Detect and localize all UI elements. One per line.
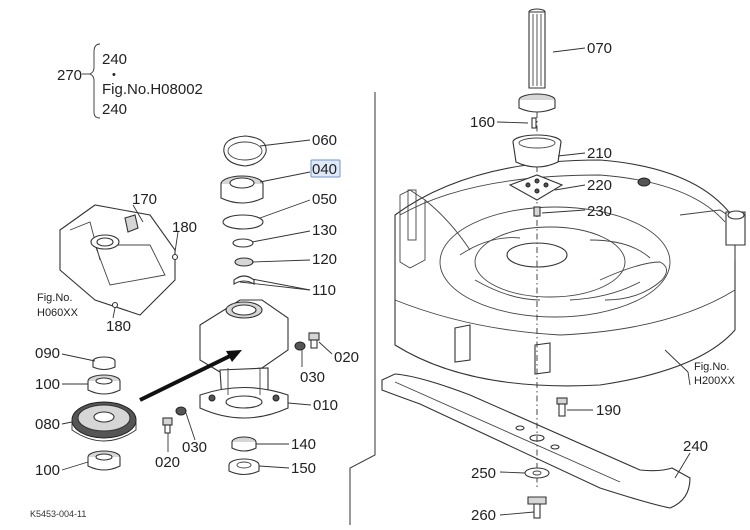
callout-260: 260: [471, 507, 496, 524]
o-ring-050: [222, 214, 264, 230]
bolt-260: [527, 496, 547, 519]
callout-040-highlight: [310, 159, 341, 178]
figure-ref-h200xx-code: H200XX: [694, 375, 736, 387]
callout-150: 150: [291, 460, 316, 477]
ring-120: [234, 257, 254, 267]
callout-240-ref-top: 240: [102, 51, 127, 68]
callout-110: 110: [312, 282, 336, 299]
callout-160: 160: [470, 114, 495, 131]
gearbox-housing: [199, 299, 289, 419]
bearing-040: [220, 175, 264, 204]
diagram-code: K5453-004-11: [30, 509, 86, 519]
assembly-arrow: [139, 350, 242, 402]
callout-100-top: 100: [35, 376, 60, 393]
gear-080: [71, 401, 137, 442]
callout-190: 190: [596, 402, 621, 419]
snap-ring-060: [223, 135, 267, 167]
callout-050: 050: [312, 191, 337, 208]
figure-ref-h060xx-label: Fig.No.: [37, 292, 72, 304]
transmission-frame: [59, 204, 179, 316]
callout-180-top: 180: [172, 219, 197, 236]
mower-deck: [394, 159, 746, 387]
washer-250: [524, 467, 550, 479]
bolt-020-right: [308, 332, 320, 349]
callout-240-blade: 240: [683, 438, 708, 455]
figure-ref-h08002: Fig.No.H08002: [102, 81, 203, 98]
callout-140: 140: [291, 436, 316, 453]
washer-030-left: [175, 406, 187, 416]
bearing-100-bottom: [87, 450, 121, 471]
callout-090: 090: [35, 345, 60, 362]
callout-210: 210: [587, 145, 612, 162]
bearing-100-top: [87, 374, 121, 395]
callout-100-bottom: 100: [35, 462, 60, 479]
callout-270: 270: [57, 67, 82, 84]
callout-120: 120: [312, 251, 337, 268]
callout-020-left: 020: [155, 454, 180, 471]
callout-070: 070: [587, 40, 612, 57]
plate-220: [508, 174, 564, 201]
screw-230: [533, 206, 541, 217]
mower-blade: [381, 373, 691, 509]
bushing-210: [512, 134, 562, 168]
output-shaft-070: [518, 8, 556, 490]
figure-ref-h200xx-label: Fig.No.: [694, 361, 729, 373]
callout-250: 250: [471, 465, 496, 482]
callout-230: 230: [587, 203, 612, 220]
washer-030-right: [294, 341, 306, 351]
callout-010: 010: [313, 397, 338, 414]
figure-ref-h060xx-code: H060XX: [37, 307, 79, 319]
callout-040[interactable]: 040: [312, 161, 337, 178]
callout-240-ref-bottom: 240: [102, 101, 127, 118]
callout-020-right: 020: [334, 349, 359, 366]
callout-220: 220: [587, 177, 612, 194]
callout-170: 170: [132, 191, 157, 208]
section-divider-line: [349, 92, 376, 525]
callout-130: 130: [312, 222, 337, 239]
bolt-190: [556, 397, 568, 417]
callout-030-right: 030: [300, 369, 325, 386]
ring-130: [232, 238, 254, 248]
seal-150: [228, 458, 260, 476]
callout-bullet: •: [112, 69, 116, 81]
pin-160: [531, 117, 537, 129]
bolt-020-left: [162, 417, 173, 434]
callout-060: 060: [312, 132, 337, 149]
reference-bracket-270: [82, 43, 101, 119]
seal-090: [92, 356, 116, 371]
callout-080: 080: [35, 416, 60, 433]
bearing-140: [231, 436, 257, 452]
callout-180-bottom: 180: [106, 318, 131, 335]
leader-lines: [61, 47, 691, 516]
callout-030-left: 030: [182, 439, 207, 456]
